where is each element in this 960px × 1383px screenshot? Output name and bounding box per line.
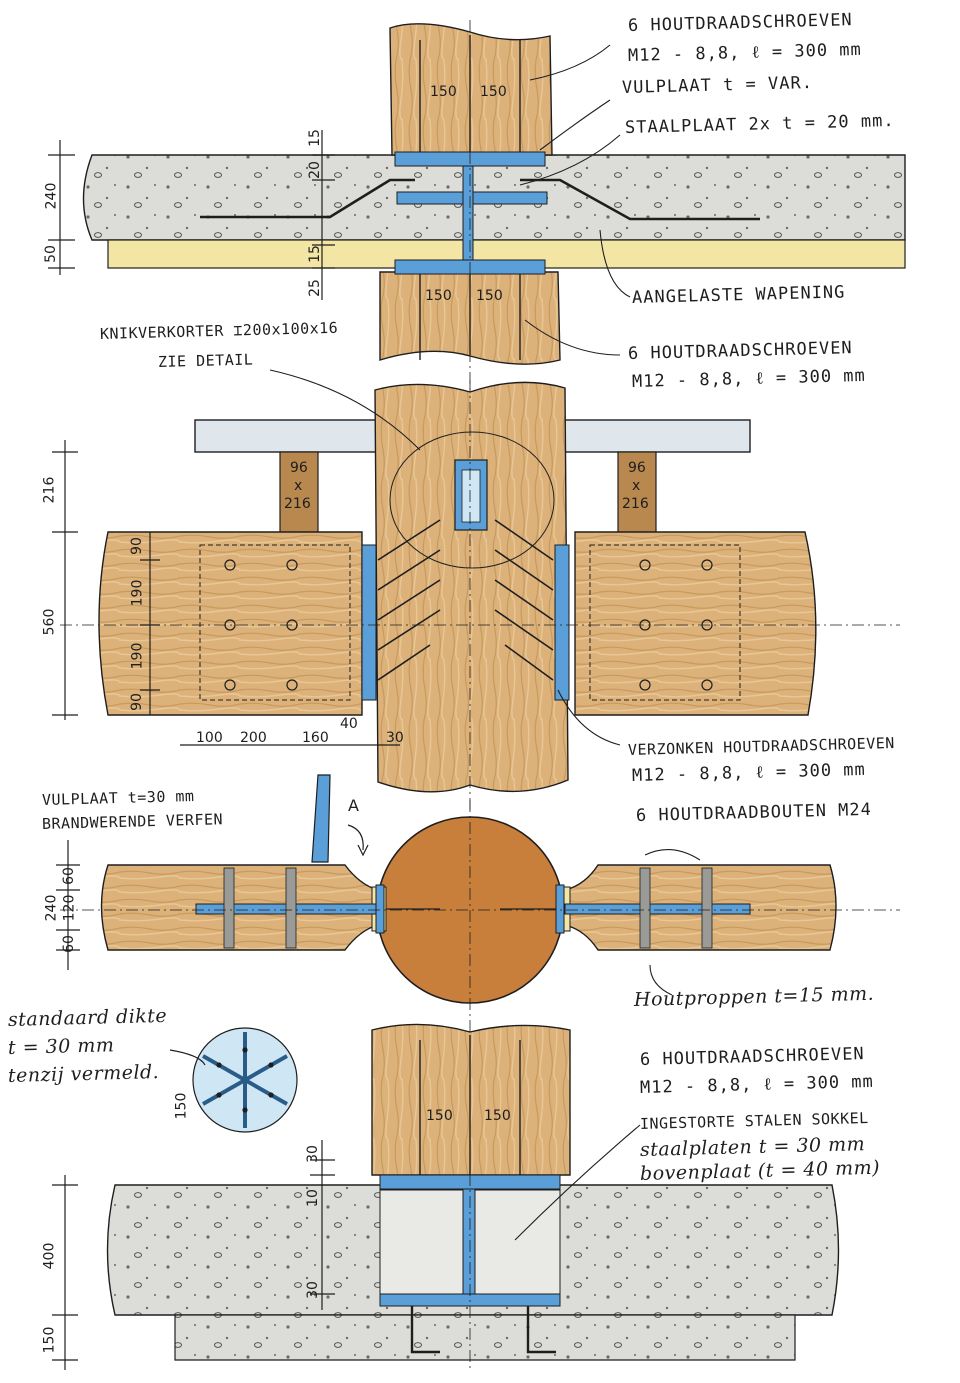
post-right-top: 96 [628, 460, 646, 476]
elev-dim-190a: 190 [129, 579, 146, 607]
top-detail [48, 20, 906, 400]
top-dim-15a: 15 [306, 129, 323, 147]
upper-column [389, 23, 553, 156]
lower-spacing-b: 150 [476, 288, 503, 304]
lower-spacing-a: 150 [425, 288, 452, 304]
rebar-left [200, 178, 415, 219]
post-left [279, 451, 319, 535]
beam-right [574, 531, 817, 716]
plate-note-1: standaard dikte [7, 1004, 168, 1031]
top-dim-20: 20 [306, 161, 323, 179]
base-spacing-a: 150 [426, 1108, 453, 1124]
base-detail [52, 1020, 840, 1370]
top-spacing-a: 150 [430, 84, 457, 100]
plan-fire-paint: BRANDWERENDE VERFEN [41, 810, 224, 833]
post-left-bot: 216 [284, 496, 311, 512]
top-dim-25: 25 [306, 279, 323, 297]
elev-dim-100: 100 [196, 730, 223, 746]
top-filler-plate: VULPLAAT t = VAR. [621, 73, 814, 98]
post-left-mid: x [294, 478, 303, 494]
elev-dim-216: 216 [41, 476, 58, 504]
post-left-top: 96 [290, 460, 308, 476]
base-dim-30b: 30 [304, 1281, 321, 1299]
elevation-column [374, 381, 569, 793]
elevation-detail [52, 369, 900, 810]
elev-dim-190b: 190 [129, 642, 146, 670]
beam-left [98, 531, 363, 716]
plan-dim-240: 240 [43, 894, 60, 922]
plate-icon [169, 1027, 298, 1133]
base-column [371, 1023, 571, 1176]
steel-web [462, 165, 474, 261]
plan-dim-120: 120 [61, 894, 78, 922]
elev-dim-90b: 90 [128, 693, 145, 711]
plate-note-2: t = 30 mm [7, 1034, 115, 1059]
elev-dim-560: 560 [41, 608, 58, 636]
plate-radius-tag: 150 [173, 1092, 190, 1120]
top-dim-240: 240 [43, 182, 60, 210]
elev-dim-30: 30 [386, 730, 404, 746]
rebar-right [520, 178, 760, 221]
plate-note-3: tenzij vermeld. [7, 1061, 160, 1087]
section-tag-a: A [348, 796, 359, 815]
top-dim-15b: 15 [306, 245, 323, 263]
elev-dim-90a: 90 [128, 537, 145, 555]
elev-dim-160: 160 [302, 730, 329, 746]
base-dim-30a: 30 [304, 1145, 321, 1163]
elev-dim-40: 40 [340, 716, 358, 732]
side-plate-left [361, 544, 377, 701]
post-right-bot: 216 [622, 496, 649, 512]
base-dim-10: 10 [304, 1189, 321, 1207]
base-web [462, 1188, 476, 1295]
plan-detail [56, 774, 900, 1020]
base-dim-400: 400 [41, 1242, 58, 1270]
base-spacing-b: 150 [484, 1108, 511, 1124]
foundation-lower [174, 1314, 796, 1361]
side-plate-right [554, 544, 570, 701]
plan-dim-60a: 60 [60, 867, 77, 885]
top-spacing-b: 150 [480, 84, 507, 100]
buckling-ref: ZIE DETAIL [157, 350, 254, 371]
post-right-mid: x [632, 478, 641, 494]
filler-plate-icon [311, 774, 331, 863]
top-dim-50: 50 [42, 245, 59, 263]
elev-dim-200: 200 [240, 730, 267, 746]
post-right [617, 451, 657, 535]
base-dim-150: 150 [41, 1326, 58, 1354]
plan-dim-60b: 60 [60, 935, 77, 953]
